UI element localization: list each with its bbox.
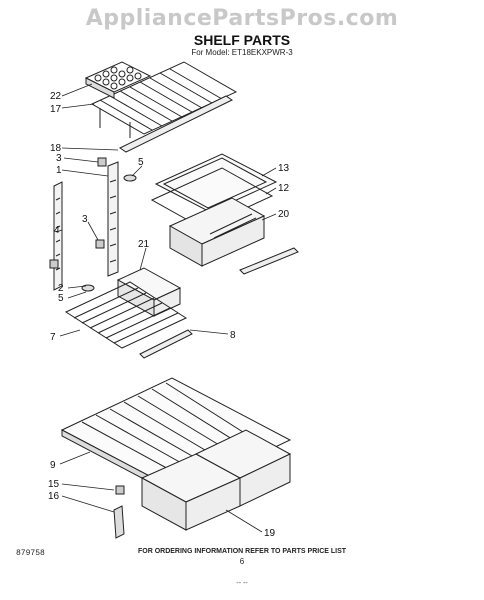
callout-3: 3 bbox=[82, 214, 88, 225]
callout-21: 21 bbox=[138, 239, 150, 250]
page-title: SHELF PARTS bbox=[193, 32, 291, 48]
callout-18: 18 bbox=[50, 143, 62, 154]
callout-8: 8 bbox=[230, 330, 236, 341]
callout-20: 20 bbox=[278, 209, 290, 220]
callout-7: 7 bbox=[50, 332, 56, 343]
ladder-rail-right bbox=[107, 161, 119, 277]
page-mark: -- -- bbox=[236, 580, 248, 587]
crisper-pan-left bbox=[140, 453, 242, 531]
shelf-trim-top bbox=[118, 95, 234, 153]
egg-tray bbox=[84, 61, 152, 99]
crisper-drawer bbox=[168, 197, 266, 267]
watermark: AppliancePartsPros.com bbox=[85, 6, 399, 31]
callout-3: 3 bbox=[56, 153, 62, 164]
shelf-trim-mid bbox=[239, 247, 299, 275]
diagram-code: 879758 bbox=[16, 549, 45, 558]
wire-shelf-top bbox=[90, 61, 238, 138]
crisper-pan-right bbox=[194, 429, 292, 507]
callout-1: 1 bbox=[56, 165, 62, 176]
wire-shelf-lower bbox=[64, 281, 188, 349]
callout-9: 9 bbox=[50, 460, 56, 471]
callout-2: 2 bbox=[58, 283, 64, 294]
ordering-note: FOR ORDERING INFORMATION REFER TO PARTS … bbox=[137, 548, 347, 555]
callout-5: 5 bbox=[138, 157, 144, 168]
callout-17: 17 bbox=[50, 104, 62, 115]
callout-19: 19 bbox=[264, 528, 276, 539]
rail-clips bbox=[49, 157, 137, 292]
callout-15: 15 bbox=[48, 479, 60, 490]
shelf-trim-lower bbox=[139, 329, 193, 359]
callout-5: 5 bbox=[58, 293, 64, 304]
callout-13: 13 bbox=[278, 163, 290, 174]
pan-support bbox=[113, 485, 125, 539]
callout-12: 12 bbox=[278, 183, 290, 194]
glass-shelf bbox=[154, 153, 278, 213]
ladder-rail-left bbox=[53, 181, 63, 291]
model-number: For Model: ET18EKXPWR-3 bbox=[191, 48, 293, 57]
callout-4: 4 bbox=[54, 225, 60, 236]
callout-22: 22 bbox=[50, 91, 62, 102]
page-number: 6 bbox=[239, 557, 245, 566]
callout-16: 16 bbox=[48, 491, 60, 502]
